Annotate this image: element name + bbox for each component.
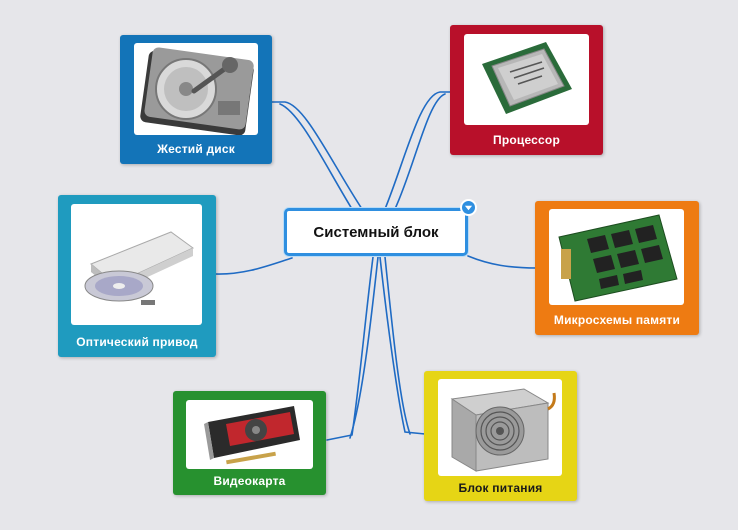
link-video-2 bbox=[350, 257, 378, 438]
hard-drive-icon bbox=[134, 43, 258, 135]
chevron-down-icon bbox=[464, 203, 473, 212]
node-video-card[interactable]: Видеокарта bbox=[173, 391, 326, 495]
cpu-chip-icon bbox=[464, 34, 589, 125]
link-psu-2 bbox=[385, 257, 410, 434]
link-hard-disk-2 bbox=[280, 104, 352, 209]
link-hard-disk bbox=[270, 102, 362, 209]
power-supply-icon bbox=[438, 379, 562, 476]
link-memory bbox=[468, 256, 537, 268]
node-label: Жестий диск bbox=[120, 142, 272, 156]
node-label: Видеокарта bbox=[173, 474, 326, 488]
central-topic[interactable]: Системный блок bbox=[284, 208, 468, 256]
optical-drive-icon bbox=[71, 204, 202, 325]
collapse-toggle-icon[interactable] bbox=[460, 199, 477, 216]
node-memory-chips[interactable]: Микросхемы памяти bbox=[535, 201, 699, 335]
node-label: Оптический привод bbox=[58, 335, 216, 349]
node-optical-drive[interactable]: Оптический привод bbox=[58, 195, 216, 357]
node-power-supply[interactable]: Блок питания bbox=[424, 371, 577, 501]
central-topic-label: Системный блок bbox=[313, 224, 438, 241]
link-cpu bbox=[385, 92, 452, 209]
node-processor[interactable]: Процессор bbox=[450, 25, 603, 155]
memory-board-icon bbox=[549, 209, 684, 305]
link-video bbox=[327, 257, 373, 440]
link-optical bbox=[215, 258, 292, 274]
link-psu bbox=[380, 257, 425, 434]
node-label: Процессор bbox=[450, 133, 603, 147]
node-label: Микросхемы памяти bbox=[535, 313, 699, 327]
node-label: Блок питания bbox=[424, 481, 577, 495]
graphics-card-icon bbox=[186, 400, 313, 469]
link-cpu-2 bbox=[395, 94, 445, 209]
node-hard-disk[interactable]: Жестий диск bbox=[120, 35, 272, 164]
